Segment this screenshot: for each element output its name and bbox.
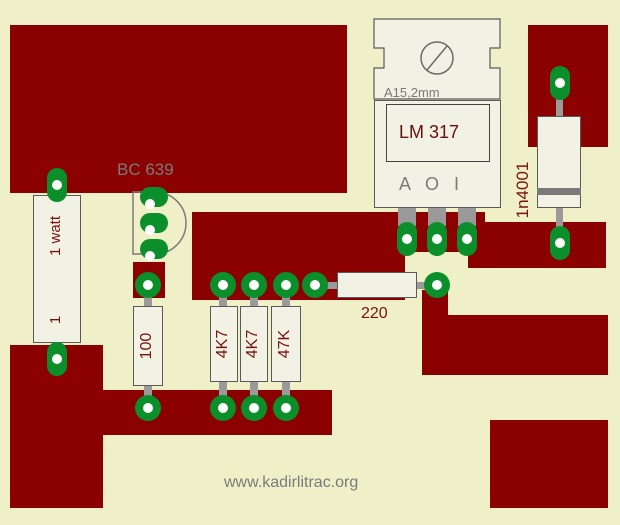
r47k-pad-top bbox=[273, 272, 299, 298]
resistor-power-pad-bottom bbox=[47, 342, 67, 376]
copper-right-mid bbox=[422, 315, 608, 375]
copper-bottom-stem bbox=[10, 435, 103, 508]
diode-pad-bottom bbox=[550, 226, 570, 260]
regulator-pin-labels: A O I bbox=[399, 174, 460, 194]
r100-label: 100 bbox=[138, 332, 155, 360]
r220-pad-right bbox=[424, 272, 450, 298]
r100-pad-top bbox=[135, 272, 161, 298]
regulator-leg-a bbox=[398, 208, 416, 226]
resistor-power-label-watt: 1 watt bbox=[47, 215, 64, 257]
diode-pad-top bbox=[550, 66, 570, 100]
regulator-heatsink-label: A15,2mm bbox=[384, 85, 440, 100]
resistor-power-label-value: 1 bbox=[47, 315, 64, 325]
r4k7a-pad-top bbox=[210, 272, 236, 298]
r4k7a-label: 4K7 bbox=[214, 329, 231, 359]
r220-body bbox=[337, 272, 417, 298]
r220-label: 220 bbox=[361, 305, 388, 322]
diode-cathode-band bbox=[537, 188, 581, 195]
transistor-pin-2 bbox=[140, 213, 168, 235]
r100-body bbox=[133, 306, 163, 386]
regulator-heatsink-tab bbox=[373, 18, 501, 100]
copper-right-strip bbox=[468, 222, 606, 268]
copper-bottom-right bbox=[490, 420, 608, 508]
r47k-pad-bottom bbox=[273, 395, 299, 421]
r100-pad-bottom bbox=[135, 395, 161, 421]
footer-url: www.kadirlitrac.org bbox=[224, 474, 359, 491]
resistor-power-pad-top bbox=[47, 168, 67, 202]
transistor-label: BC 639 bbox=[117, 160, 174, 179]
resistor-power-body bbox=[33, 195, 81, 343]
regulator-pin-a bbox=[397, 222, 417, 256]
r220-pad-left bbox=[302, 272, 328, 298]
r47k-label: 47K bbox=[276, 329, 293, 359]
r4k7b-pad-top bbox=[241, 272, 267, 298]
regulator-leg-o bbox=[428, 208, 446, 226]
regulator-leg-i bbox=[458, 208, 476, 226]
r4k7b-pad-bottom bbox=[241, 395, 267, 421]
r4k7b-body bbox=[240, 306, 268, 382]
diode-label: 1n4001 bbox=[513, 161, 532, 219]
r47k-body bbox=[271, 306, 301, 382]
copper-top-left bbox=[10, 25, 347, 193]
regulator-pin-i bbox=[457, 222, 477, 256]
regulator-pin-o bbox=[427, 222, 447, 256]
regulator-label-box bbox=[386, 104, 490, 162]
r4k7a-pad-bottom bbox=[210, 395, 236, 421]
transistor-pin-1 bbox=[140, 187, 168, 209]
r4k7b-label: 4K7 bbox=[244, 329, 261, 359]
regulator-label: LM 317 bbox=[399, 122, 460, 142]
r4k7a-body bbox=[210, 306, 238, 382]
transistor-pin-3 bbox=[140, 239, 168, 261]
